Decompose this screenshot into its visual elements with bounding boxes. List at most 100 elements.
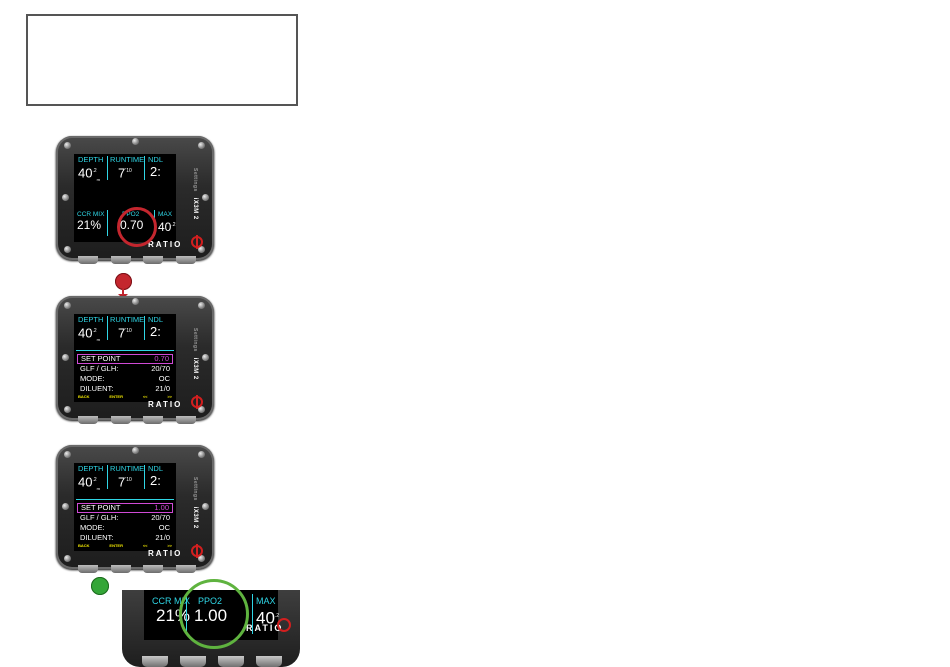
screw-icon	[64, 302, 71, 309]
runtime-seconds: '10	[125, 168, 132, 174]
softkey-prev[interactable]: <<	[142, 543, 148, 548]
divider	[144, 156, 145, 180]
screw-icon	[202, 354, 209, 361]
screw-icon	[198, 406, 205, 413]
ratio-logo-icon	[191, 235, 203, 249]
device-buttons	[78, 416, 196, 426]
depth-label: DEPTH	[78, 315, 104, 324]
ndl-value: 2:	[150, 164, 161, 179]
screw-icon	[62, 194, 69, 201]
ndl-label: NDL	[148, 155, 164, 164]
divider	[144, 465, 145, 489]
device-button-1[interactable]	[78, 416, 98, 424]
screw-icon	[64, 555, 71, 562]
device-button-4[interactable]	[256, 656, 282, 667]
side-label-model: iX3M 2	[192, 506, 198, 529]
device-button-2[interactable]	[110, 416, 131, 424]
device-screen: DEPTH 40.2m RUNTIME 7'10 NDL 2: SET POIN…	[74, 314, 176, 402]
menu-item-value: 21/0	[155, 533, 170, 542]
dive-computer-step3: DEPTH 40.2m RUNTIME 7'10 NDL 2: SET POIN…	[56, 445, 214, 575]
screw-icon	[198, 142, 205, 149]
device-button-4[interactable]	[175, 256, 196, 264]
device-button-4[interactable]	[175, 565, 196, 573]
runtime-label: RUNTIME	[110, 155, 145, 164]
runtime-seconds: '10	[125, 328, 132, 334]
softkey-next[interactable]: >>	[167, 543, 172, 548]
device-button-1[interactable]	[142, 656, 168, 667]
menu-item-label: MODE:	[80, 523, 105, 532]
ndl-label: NDL	[148, 464, 164, 473]
device-button-3[interactable]	[143, 565, 164, 573]
depth-fraction: .2	[92, 328, 97, 334]
step-marker-green	[91, 577, 109, 595]
softkey-enter[interactable]: ENTER	[109, 543, 123, 548]
max-fraction: .2	[171, 222, 176, 228]
device-button-3[interactable]	[218, 656, 244, 667]
menu-item-label: GLF / GLH:	[80, 364, 119, 373]
menu-item-diluent[interactable]: DILUENT: 21/0	[77, 384, 173, 394]
ppo2-highlight-ring	[117, 207, 157, 247]
softkey-bar: BACK ENTER << >>	[78, 543, 172, 548]
runtime-cell: RUNTIME 7'10	[110, 155, 144, 179]
model-side-label: SettingsiX3M 2	[184, 314, 198, 394]
menu-item-label: DILUENT:	[80, 533, 114, 542]
screw-icon	[202, 194, 209, 201]
screw-icon	[198, 246, 205, 253]
softkey-back[interactable]: BACK	[78, 394, 90, 399]
device-button-3[interactable]	[143, 256, 164, 264]
max-label: MAX	[256, 596, 276, 606]
device-button-1[interactable]	[78, 565, 98, 573]
divider	[107, 210, 108, 236]
ratio-logo-icon	[191, 544, 203, 558]
runtime-value: 7	[118, 474, 126, 490]
menu-item-value: OC	[158, 523, 170, 532]
screw-icon	[202, 503, 209, 510]
side-label-top: Settings	[192, 477, 198, 501]
softkey-enter[interactable]: ENTER	[109, 394, 123, 399]
menu-item-mode[interactable]: MODE: OC	[77, 523, 173, 533]
device-button-4[interactable]	[175, 416, 196, 424]
menu-item-glf-glh[interactable]: GLF / GLH: 20/70	[77, 513, 173, 523]
ccr-mix-label: CCR MIX	[77, 211, 105, 218]
device-buttons	[78, 565, 196, 575]
device-button-2[interactable]	[180, 656, 206, 667]
ccr-mix-value: 21%	[77, 218, 102, 232]
instruction-box	[26, 14, 298, 106]
menu-item-mode[interactable]: MODE: OC	[77, 374, 173, 384]
model-side-label: Settings iX3M 2	[184, 463, 198, 543]
menu-item-label: SET POINT	[81, 503, 121, 512]
ndl-value: 2:	[150, 473, 161, 488]
depth-label: DEPTH	[78, 155, 104, 164]
softkey-next[interactable]: >>	[167, 394, 172, 399]
runtime-value: 7	[118, 165, 126, 181]
softkey-bar: BACK ENTER << >>	[78, 394, 172, 399]
brand-logo: RATIO	[246, 623, 284, 633]
settings-menu: SET POINT 0.70 GLF / GLH: 20/70 MODE: OC…	[77, 354, 173, 394]
max-label: MAX	[158, 211, 173, 218]
max-value: 40	[256, 608, 275, 628]
divider	[76, 350, 174, 351]
screw-icon	[62, 503, 69, 510]
ndl-cell: NDL 2:	[148, 155, 163, 178]
device-button-1[interactable]	[78, 256, 98, 264]
ppo2-result-highlight-ring	[179, 579, 249, 649]
device-button-2[interactable]	[110, 256, 131, 264]
depth-fraction: .2	[92, 477, 97, 483]
menu-item-label: SET POINT	[81, 354, 121, 363]
device-button-2[interactable]	[110, 565, 131, 573]
softkey-back[interactable]: BACK	[78, 543, 90, 548]
screw-icon	[132, 447, 139, 454]
menu-item-set-point[interactable]: SET POINT 1.00	[77, 503, 173, 513]
ndl-label: NDL	[148, 315, 164, 324]
softkey-prev[interactable]: <<	[142, 394, 148, 399]
menu-item-glf-glh[interactable]: GLF / GLH: 20/70	[77, 364, 173, 374]
side-label-top: Settings	[192, 328, 198, 352]
settings-menu: SET POINT 1.00 GLF / GLH: 20/70 MODE: OC…	[77, 503, 173, 543]
max-cell: MAX 40.2	[256, 596, 279, 628]
menu-item-diluent[interactable]: DILUENT: 21/0	[77, 533, 173, 543]
menu-item-set-point[interactable]: SET POINT 0.70	[77, 354, 173, 364]
device-screen: DEPTH 40.2m RUNTIME 7'10 NDL 2: SET POIN…	[74, 463, 176, 551]
menu-item-value: 20/70	[151, 364, 170, 373]
device-button-3[interactable]	[143, 416, 164, 424]
menu-item-value: 0.70	[154, 354, 169, 363]
